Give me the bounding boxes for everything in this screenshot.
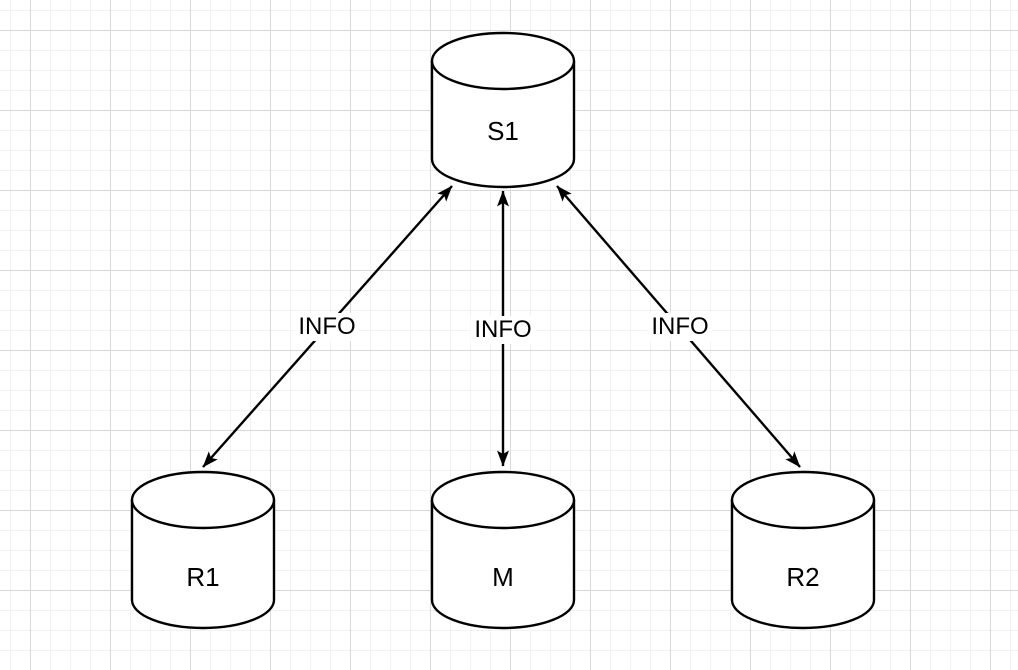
node-r2-top[interactable] bbox=[730, 470, 876, 530]
node-s1-body[interactable] bbox=[430, 61, 576, 189]
node-r2-body[interactable] bbox=[730, 500, 876, 630]
node-r1-label: R1 bbox=[186, 562, 220, 592]
edge-s1-r2-label[interactable]: INFO bbox=[647, 313, 713, 341]
node-s1[interactable] bbox=[430, 31, 576, 189]
node-m[interactable] bbox=[430, 470, 576, 630]
edge-s1-m-label[interactable]: INFO bbox=[470, 316, 536, 344]
node-r2-label: R2 bbox=[786, 562, 820, 592]
node-m-top[interactable] bbox=[430, 470, 576, 530]
node-s1-top[interactable] bbox=[430, 31, 576, 91]
node-m-label: M bbox=[492, 562, 514, 592]
node-s1-label: S1 bbox=[487, 116, 519, 146]
node-r2[interactable] bbox=[730, 470, 876, 630]
node-r1-body[interactable] bbox=[130, 500, 276, 630]
edge-s1-r1-label[interactable]: INFO bbox=[294, 313, 360, 341]
node-r1-top[interactable] bbox=[130, 470, 276, 530]
node-m-body[interactable] bbox=[430, 500, 576, 630]
node-r1[interactable] bbox=[130, 470, 276, 630]
